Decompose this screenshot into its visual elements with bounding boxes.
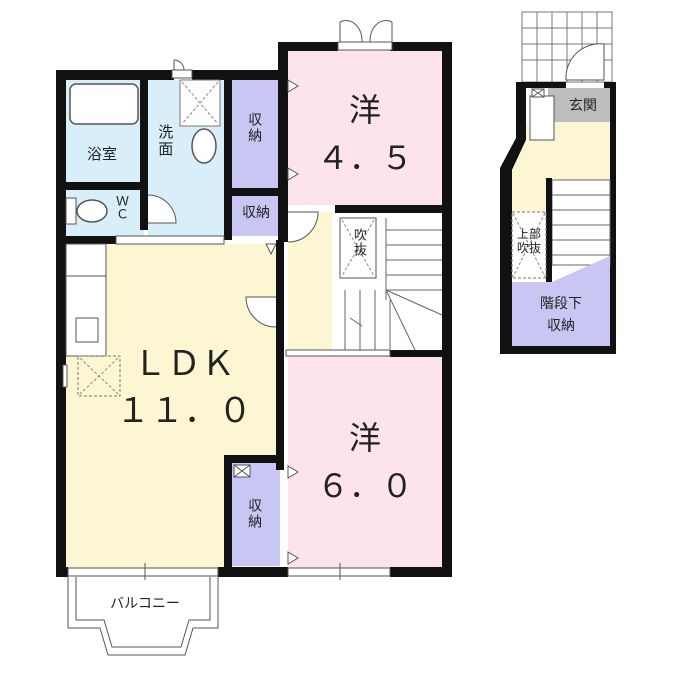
wall bbox=[140, 80, 148, 230]
wall bbox=[224, 455, 284, 463]
wall bbox=[278, 42, 288, 242]
balcony-label: バルコニー bbox=[110, 596, 180, 612]
western-6-0-type: 洋 bbox=[348, 419, 381, 457]
bathroom-label: 浴室 bbox=[86, 145, 117, 163]
wall bbox=[224, 80, 232, 240]
under-stairs-storage-label-2: 収納 bbox=[547, 318, 575, 334]
upper-void-label: 上部吹抜 bbox=[508, 227, 550, 256]
storage-bottom bbox=[232, 462, 280, 566]
wall bbox=[218, 567, 288, 577]
storage-top bbox=[232, 80, 280, 190]
wall bbox=[56, 567, 68, 577]
entrance-label: 玄関 bbox=[569, 98, 597, 114]
void-label: 吹抜 bbox=[350, 228, 366, 258]
storage-mid bbox=[232, 196, 280, 236]
wall bbox=[66, 236, 116, 244]
wc-label: ＷＣ bbox=[112, 194, 128, 220]
wall bbox=[390, 350, 445, 357]
ldk-type: ＬＤＫ bbox=[133, 344, 235, 384]
wall bbox=[56, 70, 66, 575]
western-4-5-type: 洋 bbox=[348, 91, 381, 129]
storage-bottom-label: 収納 bbox=[246, 498, 263, 530]
wall bbox=[66, 182, 144, 190]
wall bbox=[192, 70, 286, 80]
wall bbox=[278, 42, 338, 51]
western-room-4-5 bbox=[288, 50, 442, 205]
storage-mid-label: 収納 bbox=[242, 205, 270, 221]
western-6-0-size: ６．０ bbox=[316, 467, 413, 505]
wall bbox=[442, 42, 452, 577]
washroom-label: 洗面 bbox=[156, 124, 175, 158]
under-stairs-storage-label-1: 階段下 bbox=[540, 296, 582, 312]
wall bbox=[56, 70, 174, 80]
wall bbox=[390, 42, 452, 51]
wall bbox=[335, 205, 445, 213]
wall bbox=[232, 188, 280, 196]
storage-top-label: 収納 bbox=[246, 112, 263, 144]
wall bbox=[224, 455, 232, 577]
ldk-size: １１．０ bbox=[116, 391, 252, 431]
wall bbox=[276, 240, 284, 470]
western-4-5-size: ４．５ bbox=[316, 139, 413, 177]
wall bbox=[390, 567, 452, 577]
western-room-6-0 bbox=[288, 356, 442, 568]
upper-void-text: 上部吹抜 bbox=[516, 227, 541, 255]
